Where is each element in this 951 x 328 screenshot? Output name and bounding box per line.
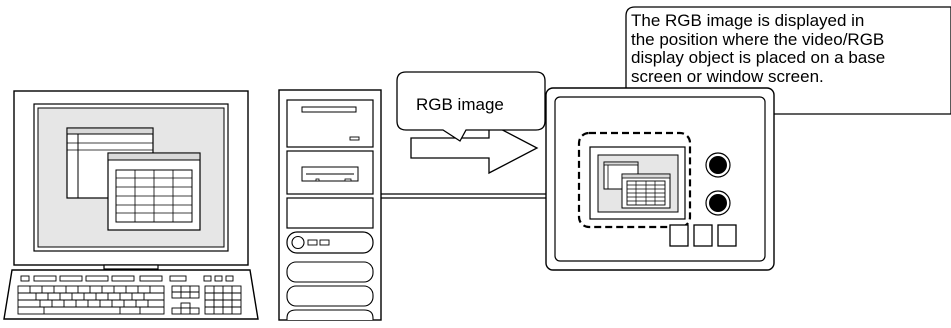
cable-connection bbox=[381, 193, 556, 199]
display-unit-icon bbox=[545, 87, 775, 271]
callout-text: The RGB image is displayed in the positi… bbox=[631, 11, 886, 86]
callout-line: screen or window screen. bbox=[631, 66, 824, 86]
callout-line: The RGB image is displayed in bbox=[631, 11, 865, 30]
rgb-image-label: RGB image bbox=[416, 95, 504, 114]
pc-monitor-icon bbox=[13, 90, 249, 270]
rgb-image-speech-bubble bbox=[396, 71, 546, 142]
arrow-right-icon bbox=[410, 121, 539, 175]
keyboard-icon bbox=[3, 269, 259, 320]
callout-line: display object is placed on a base bbox=[631, 48, 886, 67]
callout-line: the position where the video/RGB bbox=[631, 29, 885, 49]
pc-tower-icon bbox=[278, 89, 382, 321]
